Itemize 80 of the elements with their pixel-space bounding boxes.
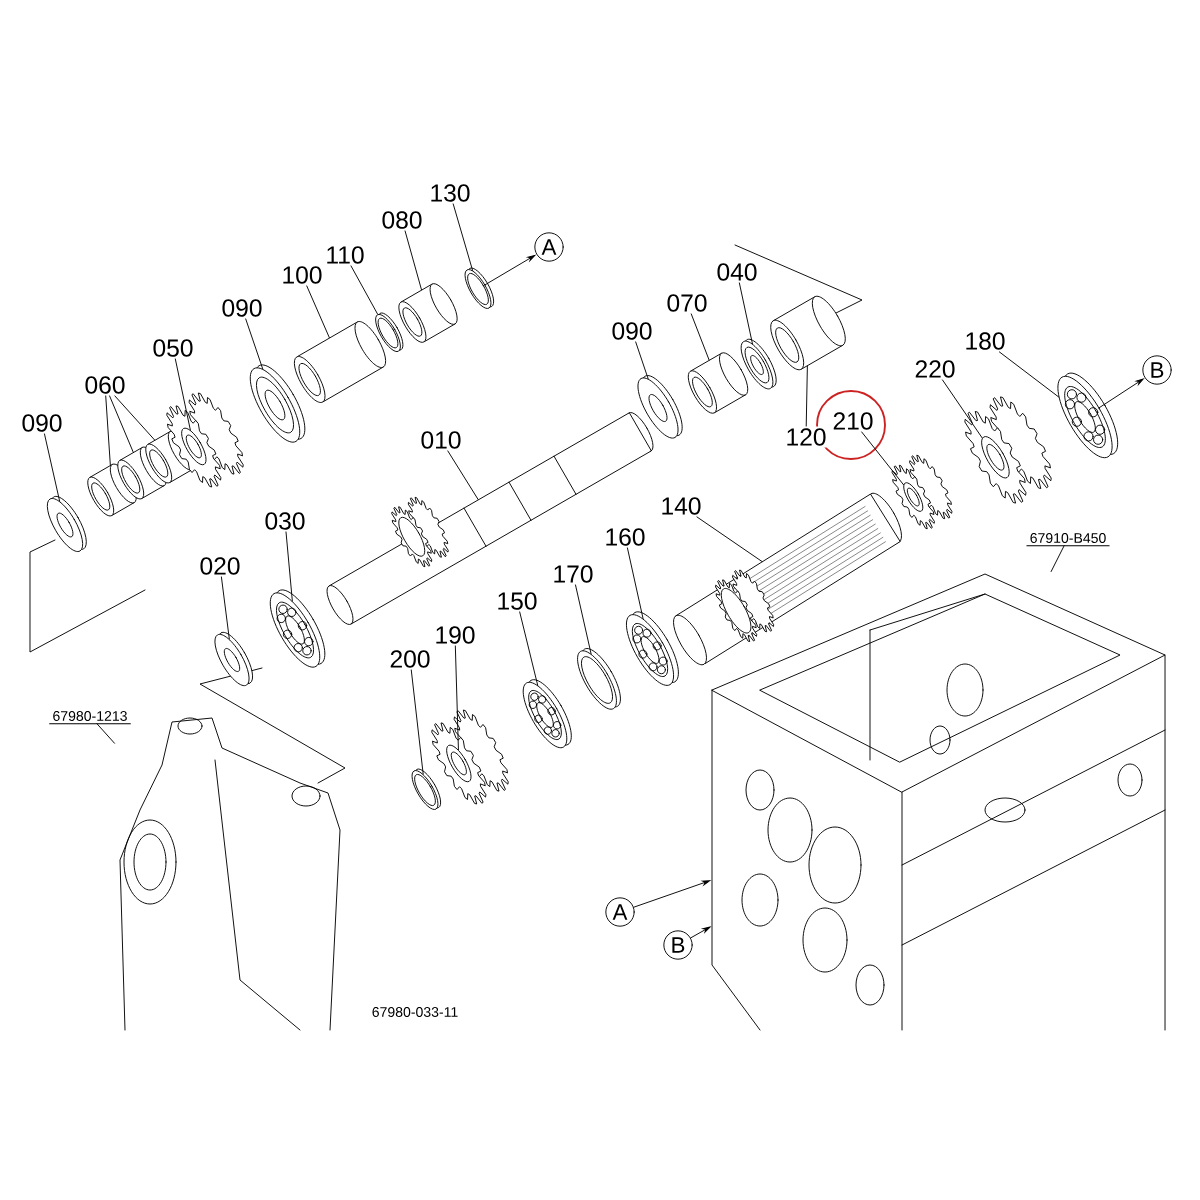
- reference-letter: B: [663, 930, 693, 960]
- callout-number: 030: [262, 510, 308, 532]
- callout-number: 100: [279, 264, 325, 286]
- leader-line: [447, 450, 479, 500]
- washer-drawing: [637, 375, 683, 439]
- leader-line: [696, 516, 763, 562]
- reference-arrow: [484, 254, 536, 286]
- callout-number: 140: [658, 495, 704, 517]
- callout-number: 180: [962, 330, 1008, 352]
- reference-arrow: [633, 880, 711, 908]
- callout-number: 080: [379, 209, 425, 231]
- callout-number: 110: [323, 244, 367, 266]
- snap-ring-drawing: [375, 312, 404, 353]
- leader-line: [306, 285, 330, 339]
- ball-bearing-drawing: [522, 679, 572, 749]
- leader-line: [575, 584, 592, 655]
- reference-letter: B: [1142, 355, 1172, 385]
- leader-line: [410, 669, 424, 775]
- callout-number: 120: [783, 426, 829, 448]
- leader-line: [96, 723, 115, 744]
- callout-number: 200: [387, 648, 433, 670]
- leader-line: [635, 341, 649, 380]
- leader-line: [805, 365, 808, 427]
- gear-drawing: [431, 709, 509, 805]
- leader-line: [1050, 545, 1065, 572]
- sleeve-drawing: [293, 321, 387, 403]
- reference-arrow: [690, 926, 711, 939]
- leader-line: [245, 318, 264, 370]
- callout-number: 150: [494, 590, 540, 612]
- leader-line: [626, 547, 644, 620]
- gear-drawing: [166, 392, 244, 488]
- leader-line: [44, 433, 61, 502]
- part-number-label: 67980-1213: [49, 708, 131, 725]
- leader-line: [105, 395, 111, 466]
- leader-line: [861, 431, 904, 486]
- callout-number: 130: [427, 182, 473, 204]
- leader-line: [454, 645, 459, 751]
- thrust-washer-drawing: [740, 338, 777, 390]
- leader-line: [109, 395, 134, 453]
- leader-line: [452, 203, 474, 271]
- sleeve-drawing: [770, 295, 846, 371]
- callout-number: 090: [219, 297, 265, 319]
- leader-line: [114, 395, 156, 441]
- gear-drawing: [964, 396, 1052, 504]
- callout-number: 060: [82, 374, 128, 396]
- leader-line: [220, 576, 230, 640]
- leader-line: [285, 531, 293, 602]
- snap-ring-drawing: [411, 768, 442, 810]
- callout-number: 090: [19, 412, 65, 434]
- callout-number: 010: [418, 429, 464, 451]
- callout-number: 170: [550, 563, 596, 585]
- thrust-washer-drawing: [249, 364, 306, 443]
- snap-ring-drawing: [577, 648, 621, 710]
- leader-line: [350, 265, 379, 315]
- gear-drawing: [891, 454, 953, 530]
- reference-letter: A: [605, 897, 635, 927]
- leader-line: [404, 230, 422, 291]
- callout-number: 220: [912, 358, 958, 380]
- leader-line: [998, 351, 1060, 398]
- part-number-label: 67910-B450: [1026, 530, 1110, 547]
- callout-number: 090: [609, 320, 655, 342]
- leader-line: [519, 611, 539, 686]
- callout-number: 160: [602, 526, 648, 548]
- ball-bearing-drawing: [1057, 372, 1119, 459]
- callout-number: 190: [432, 624, 478, 646]
- callout-number: 020: [197, 555, 243, 577]
- gearbox-housing-drawing: [711, 573, 1166, 1031]
- snap-ring-drawing: [464, 267, 495, 309]
- washer-drawing: [214, 631, 254, 687]
- callout-number: 040: [714, 261, 760, 283]
- callout-number: 210: [830, 410, 876, 432]
- leader-line: [690, 313, 710, 361]
- callout-number: 050: [150, 337, 196, 359]
- drawing-number: 67980-033-11: [372, 1007, 458, 1017]
- leader-line: [738, 282, 753, 345]
- reference-arrow: [1098, 378, 1144, 409]
- ball-bearing-drawing: [626, 611, 679, 686]
- reference-letter: A: [534, 232, 564, 262]
- ball-bearing-drawing: [269, 589, 326, 668]
- callout-number: 070: [664, 292, 710, 314]
